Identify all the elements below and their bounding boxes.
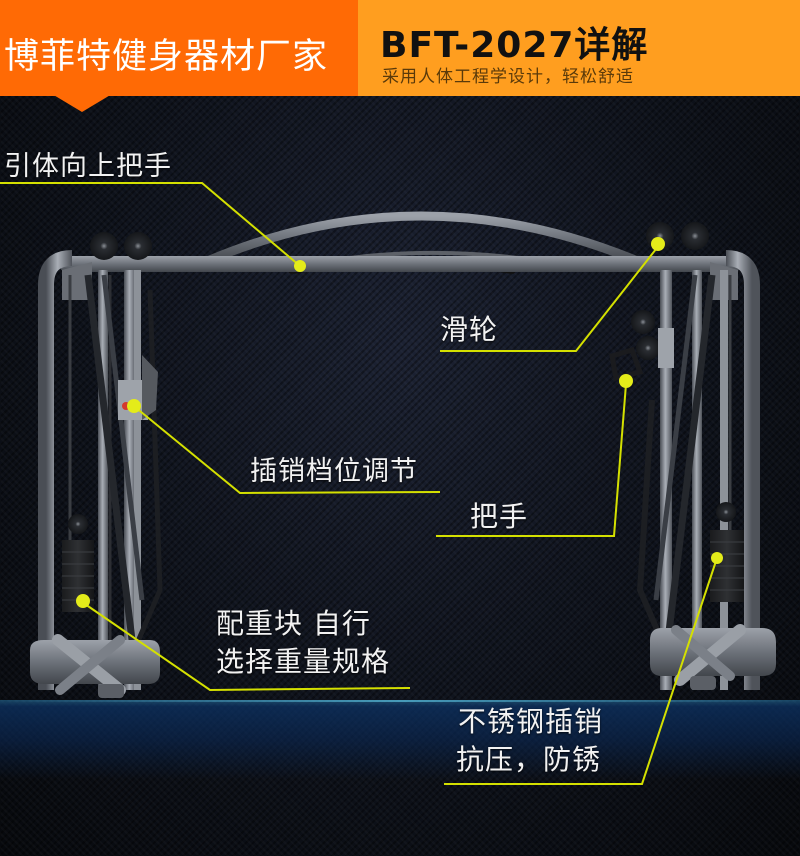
callout-lines: [0, 182, 718, 785]
floor-glow: [0, 700, 800, 780]
model-title: BFT-2027详解: [380, 25, 649, 66]
callout-pin-adjust: 插销档位调节: [250, 456, 418, 487]
callout-pullup-handle: 引体向上把手: [4, 151, 172, 182]
callout-handle: 把手: [470, 500, 529, 533]
callout-steel-pin-line2: 抗压，防锈: [456, 743, 602, 776]
model-subtitle: 采用人体工程学设计，轻松舒适: [382, 67, 634, 87]
brand-title: 博菲特健身器材厂家: [4, 37, 329, 77]
callout-weight-stack-line1: 配重块 自行: [216, 607, 371, 640]
callout-weight-stack-line2: 选择重量规格: [216, 645, 391, 678]
callout-pulley: 滑轮: [440, 313, 499, 346]
model-banner: BFT-2027详解 采用人体工程学设计，轻松舒适: [358, 0, 800, 96]
callout-steel-pin-line1: 不锈钢插销: [458, 705, 604, 738]
brand-banner: 博菲特健身器材厂家: [0, 0, 358, 96]
brand-banner-pointer: [52, 94, 112, 112]
callout-dots: [76, 237, 723, 608]
